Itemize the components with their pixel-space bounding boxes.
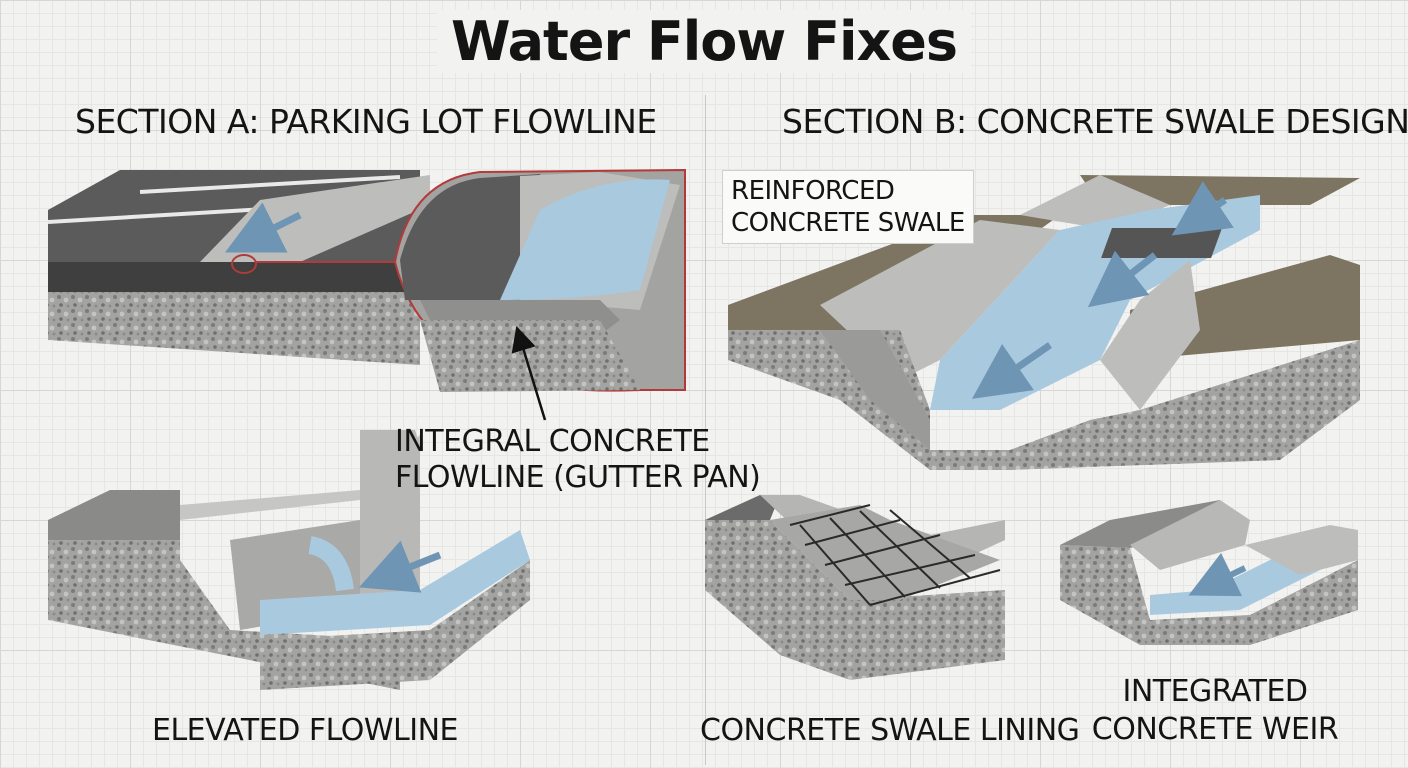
detail-marker xyxy=(231,254,257,274)
caption-line-2: CONCRETE WEIR xyxy=(1091,712,1339,747)
swale-lining-diagram xyxy=(705,495,1005,680)
callout-arrow xyxy=(511,326,547,421)
drain-grate xyxy=(1101,228,1223,258)
caption-line-1: INTEGRATED xyxy=(1122,674,1308,709)
elevated-flowline-diagram xyxy=(48,430,530,690)
swale-callout: REINFORCED CONCRETE SWALE xyxy=(722,170,974,244)
caption-concrete-weir: INTEGRATED CONCRETE WEIR xyxy=(1090,673,1340,749)
section-a-heading: SECTION A: PARKING LOT FLOWLINE xyxy=(75,102,657,141)
gravel-base xyxy=(48,292,420,365)
concrete-swale-diagram xyxy=(728,175,1360,470)
gutter-pan-callout: INTEGRAL CONCRETE FLOWLINE (GUTTER PAN) xyxy=(395,424,761,496)
channel-water xyxy=(260,530,530,635)
rebar-mesh xyxy=(789,504,1001,606)
caption-elevated-flowline: ELEVATED FLOWLINE xyxy=(152,713,458,748)
gutter-water xyxy=(500,179,670,300)
gutter-pan-detail xyxy=(393,168,686,421)
parking-lot-flowline-diagram xyxy=(47,170,430,365)
callout-line-1: REINFORCED xyxy=(731,176,895,206)
callout-line-2: CONCRETE SWALE xyxy=(731,208,965,238)
concrete-weir-diagram xyxy=(1060,500,1358,645)
caption-swale-lining: CONCRETE SWALE LINING xyxy=(700,713,1080,748)
page-title: Water Flow Fixes xyxy=(0,10,1408,73)
section-b-heading: SECTION B: CONCRETE SWALE DESIGN xyxy=(782,102,1408,141)
flow-direction-arrow xyxy=(224,202,302,253)
callout-line-2: FLOWLINE (GUTTER PAN) xyxy=(395,460,761,495)
section-divider xyxy=(705,95,706,765)
callout-line-1: INTEGRAL CONCRETE xyxy=(395,424,710,459)
